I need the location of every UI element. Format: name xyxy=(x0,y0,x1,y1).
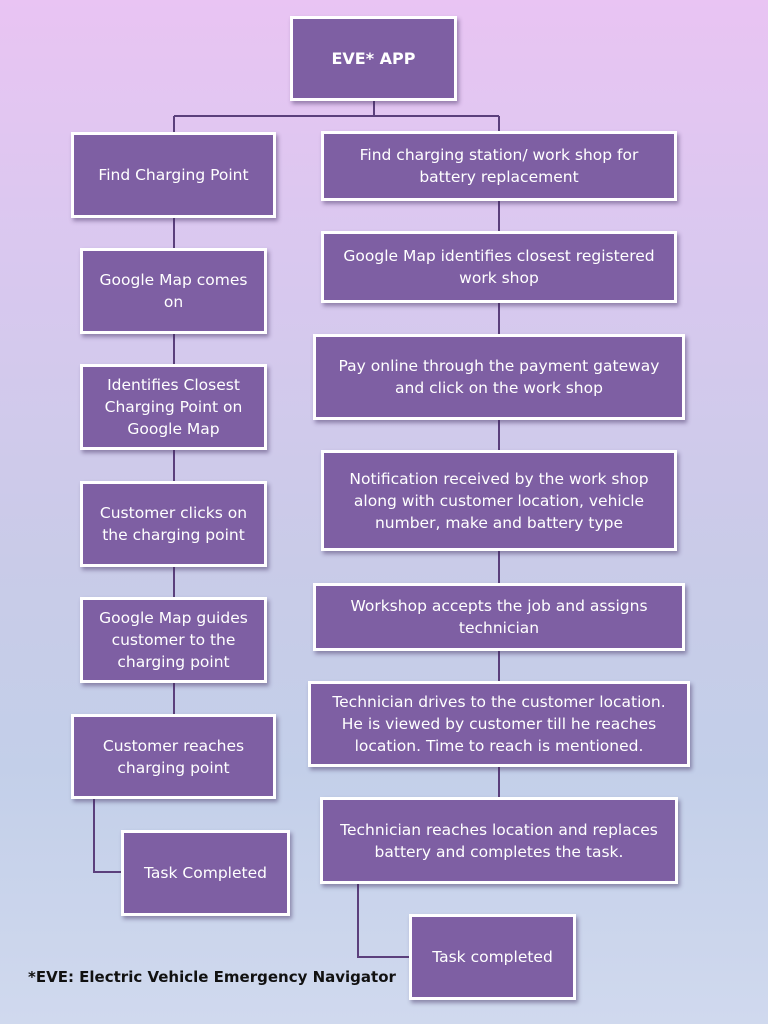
left-task-completed: Task Completed xyxy=(121,830,290,916)
right-task-completed: Task completed xyxy=(409,914,576,1000)
right-step-find-station: Find charging station/ work shop for bat… xyxy=(321,131,677,201)
right-step-map-identifies: Google Map identifies closest registered… xyxy=(321,231,677,303)
root-node: EVE* APP xyxy=(290,16,457,101)
connector-right-completed xyxy=(357,883,411,958)
right-step-technician-reaches: Technician reaches location and replaces… xyxy=(320,797,678,884)
left-step-customer-clicks: Customer clicks on the charging point xyxy=(80,481,267,567)
connector-left-completed xyxy=(93,798,124,873)
left-step-customer-reaches: Customer reaches charging point xyxy=(71,714,276,799)
right-step-technician-drives: Technician drives to the customer locati… xyxy=(308,681,690,767)
right-step-workshop-accepts: Workshop accepts the job and assigns tec… xyxy=(313,583,685,651)
right-step-notification: Notification received by the work shop a… xyxy=(321,450,677,551)
left-step-find-charging-point: Find Charging Point xyxy=(71,132,276,218)
left-step-map-guides: Google Map guides customer to the chargi… xyxy=(80,597,267,683)
left-step-identifies-closest: Identifies Closest Charging Point on Goo… xyxy=(80,364,267,450)
left-step-google-map-comes-on: Google Map comes on xyxy=(80,248,267,334)
right-step-pay-online: Pay online through the payment gateway a… xyxy=(313,334,685,420)
footnote: *EVE: Electric Vehicle Emergency Navigat… xyxy=(28,968,396,986)
